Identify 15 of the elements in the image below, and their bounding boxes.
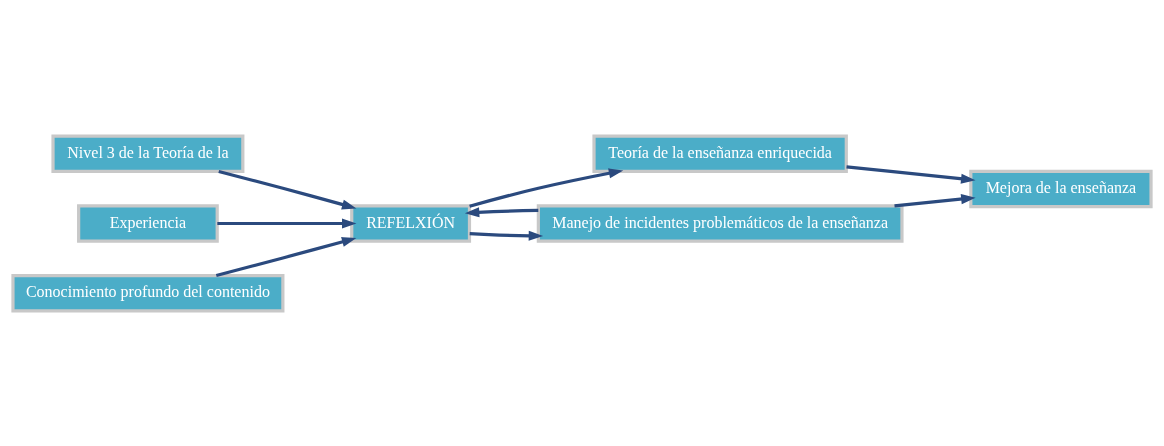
node-box: Experiencia <box>77 203 219 243</box>
arrow <box>469 230 544 241</box>
node-box: Nivel 3 de la Teoría de la <box>51 134 245 173</box>
node-box: Manejo de incidentes problemáticos de la enseñanza <box>536 203 904 243</box>
node-box: REFELXIÓN <box>350 203 472 243</box>
node-box: Mejora de la enseñanza <box>969 169 1153 208</box>
node-box: Teoría de la enseñanza enriquecida <box>592 134 848 173</box>
node-box: Conocimiento profundo del contenido <box>11 273 285 312</box>
arrow <box>217 217 357 229</box>
arrow <box>894 193 976 207</box>
arrow <box>218 169 357 209</box>
arrow <box>215 236 357 277</box>
arrow <box>464 206 539 217</box>
arrow <box>846 164 976 184</box>
arrow <box>469 167 624 208</box>
